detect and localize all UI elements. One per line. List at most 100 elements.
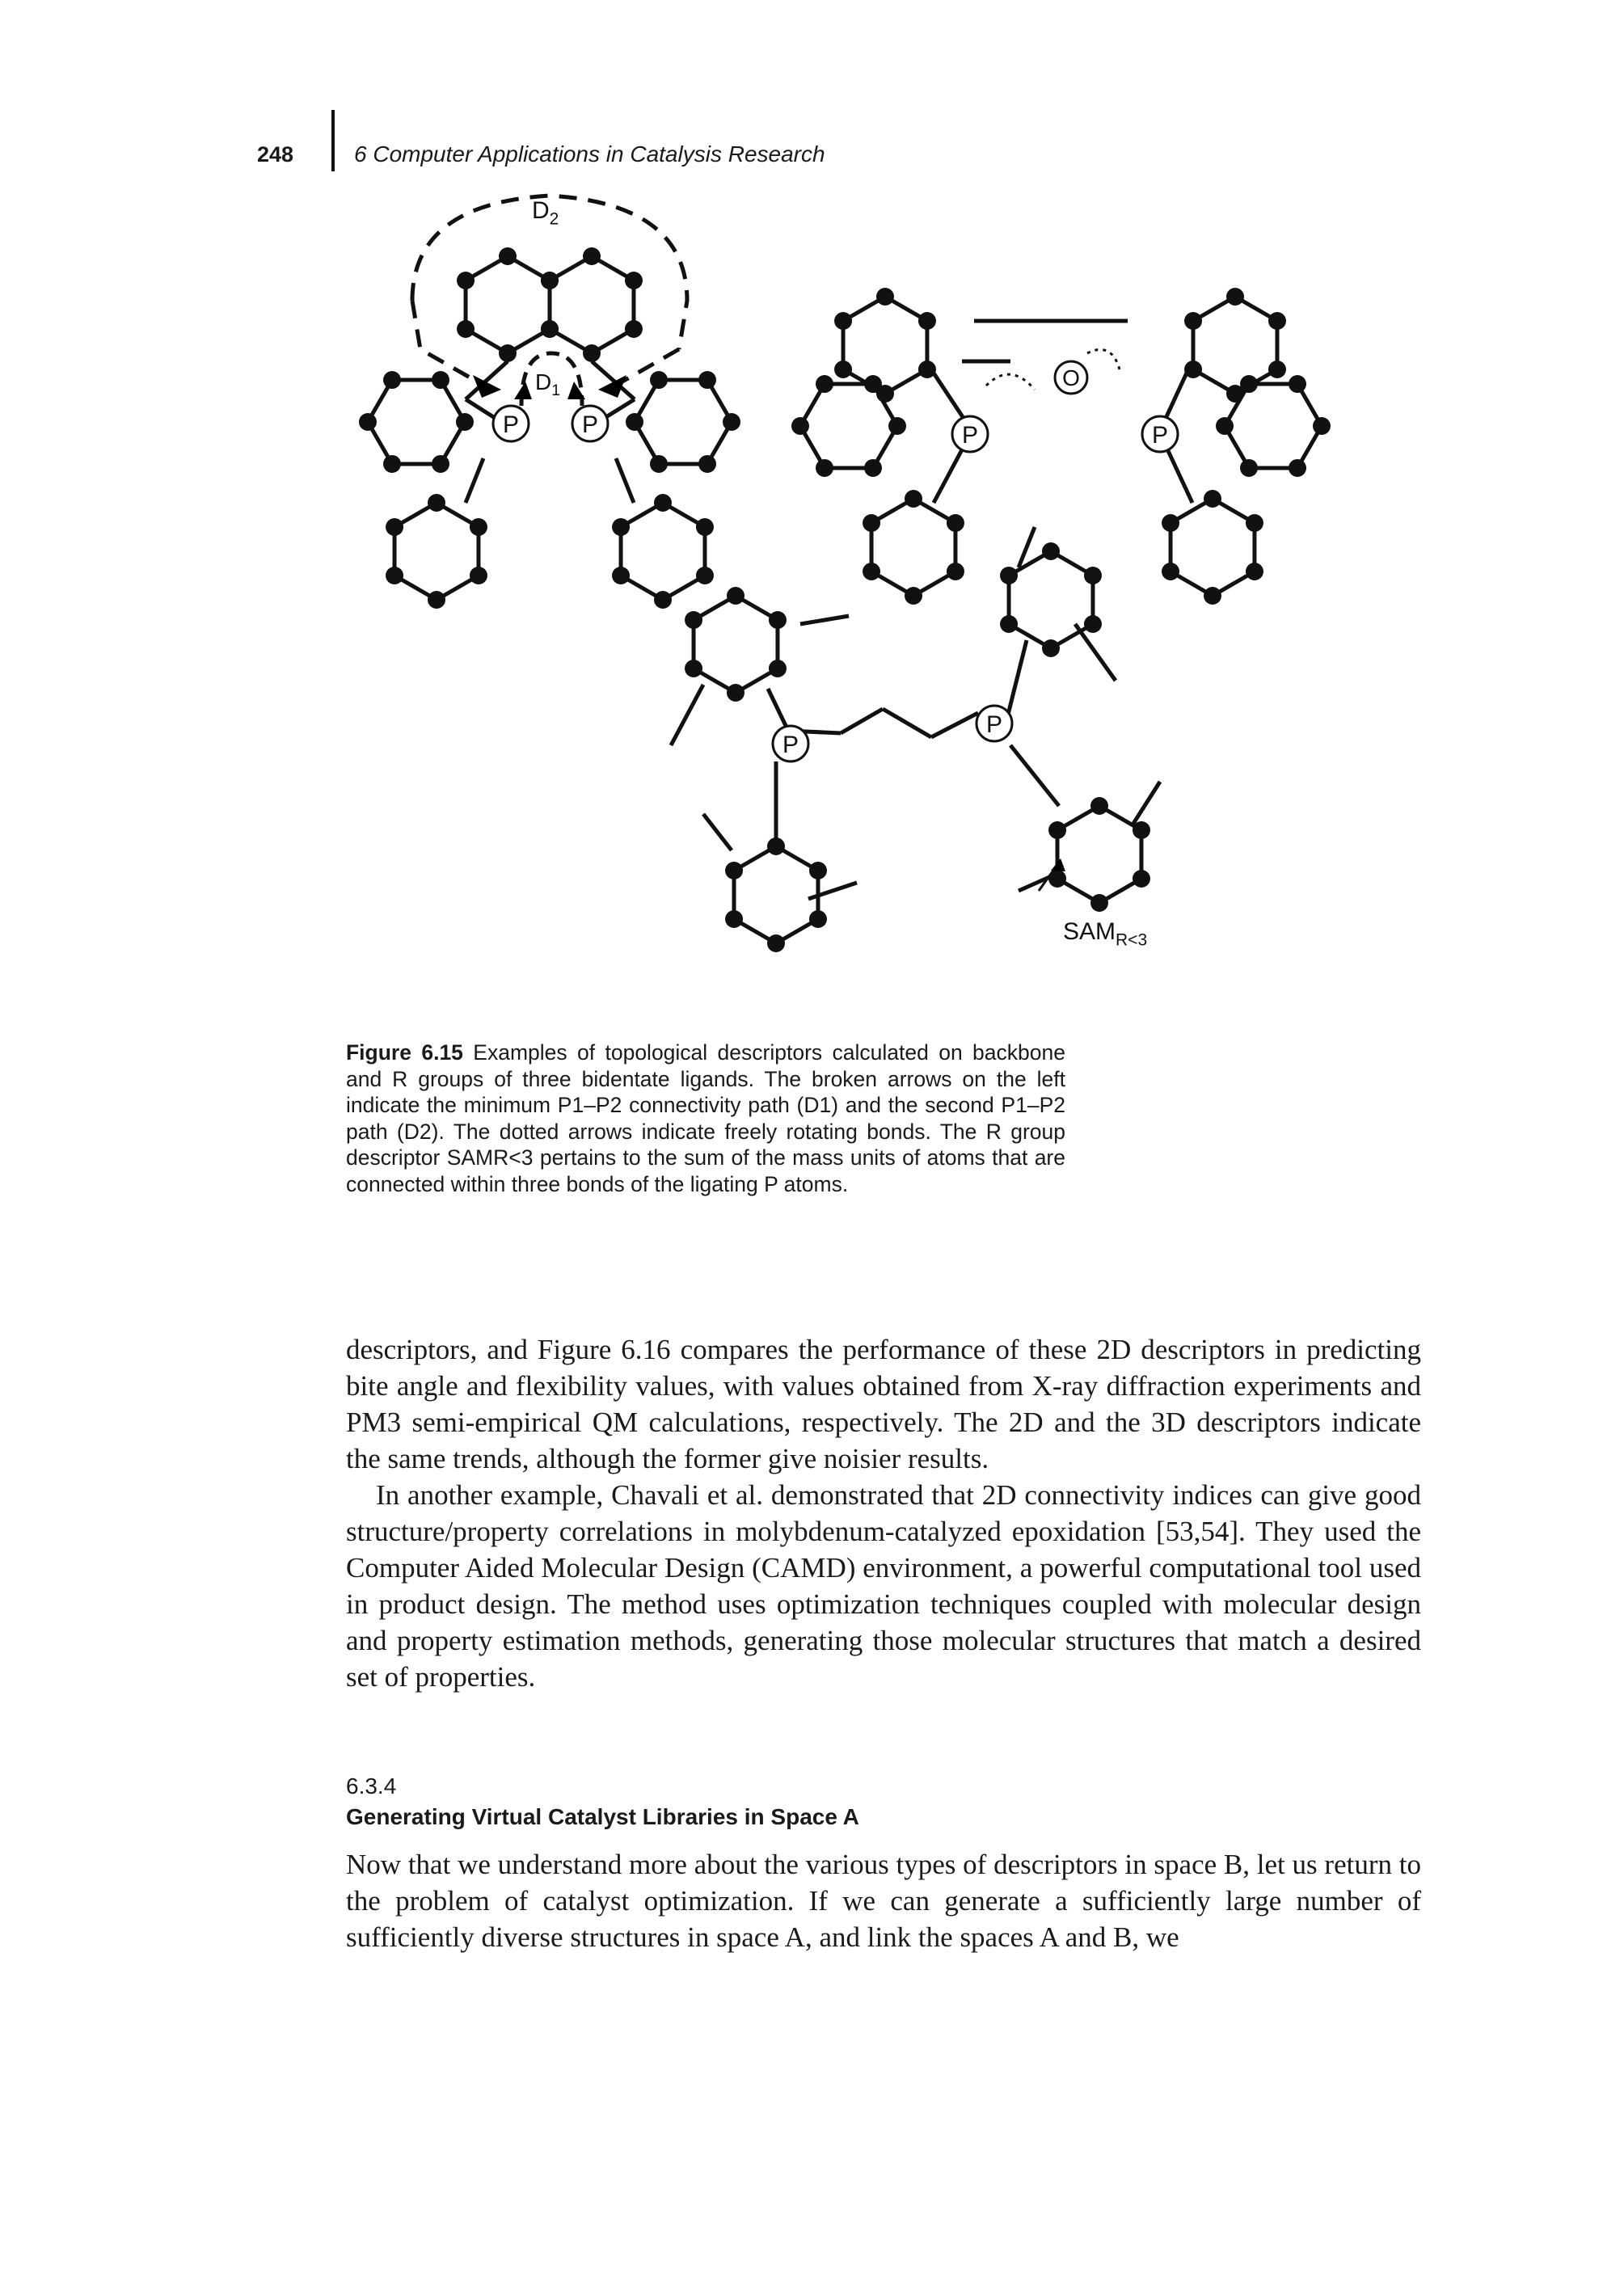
carbon-atom: [457, 272, 475, 289]
carbon-atom: [1184, 361, 1203, 378]
rotation-arrow: [985, 373, 1036, 390]
carbon-atom: [816, 458, 833, 477]
bond: [766, 687, 791, 732]
d2-path-left: [410, 300, 479, 384]
carbon-atom: [612, 567, 631, 584]
paragraph-3: Now that we understand more about the va…: [346, 1849, 1421, 1953]
carbon-atom: [654, 494, 672, 512]
bond: [702, 812, 733, 852]
sam-label: SAMR<3: [1063, 918, 1147, 950]
bond: [464, 360, 509, 401]
carbon-atom: [469, 567, 487, 584]
carbon-atom: [695, 567, 714, 584]
bond: [669, 683, 706, 747]
carbon-atom: [583, 344, 601, 362]
carbon-atom: [768, 611, 787, 629]
phosphorus-atom: [491, 404, 530, 443]
phosphorus-label: P: [782, 732, 799, 758]
phosphorus-atom: [975, 704, 1014, 743]
bond: [1162, 441, 1195, 504]
carbon-atom: [1226, 385, 1244, 403]
bond: [1016, 526, 1037, 568]
carbon-atom: [383, 371, 401, 390]
d2-label: D2: [532, 197, 559, 229]
atom-layer: [359, 247, 1331, 952]
carbon-atom: [767, 837, 785, 855]
carbon-atom: [1289, 375, 1306, 394]
carbon-atom: [624, 272, 643, 289]
bond: [929, 368, 968, 424]
carbon-atom: [876, 288, 894, 306]
bond: [930, 711, 980, 740]
phosphorus-atom: [1141, 415, 1179, 453]
carbon-atom: [917, 312, 936, 330]
carbon-atom: [1240, 375, 1258, 394]
bond: [839, 706, 884, 736]
arrow-head-icon: [598, 375, 626, 398]
carbon-atom: [626, 413, 643, 431]
carbon-atom: [1042, 639, 1060, 657]
carbon-atom: [1245, 563, 1263, 580]
carbon-atom: [386, 567, 404, 584]
carbon-atom: [1226, 288, 1244, 306]
carbon-atom: [698, 371, 716, 390]
carbon-atom: [1000, 615, 1019, 633]
phosphorus-atom: [951, 415, 989, 453]
caption-label: Figure 6.15: [346, 1040, 463, 1065]
header-rule: [331, 110, 335, 171]
carbon-atom: [650, 371, 668, 390]
arrow-head-icon: [1051, 858, 1065, 871]
carbon-atom: [727, 587, 745, 605]
carbon-atom: [432, 371, 449, 390]
carbon-atom: [863, 563, 881, 580]
carbon-atom: [695, 518, 714, 536]
bond: [1162, 368, 1191, 424]
carbon-atom: [723, 413, 740, 431]
phosphorus-label: P: [986, 711, 1002, 738]
carbon-atom: [1042, 542, 1060, 560]
carbon-atom: [946, 514, 964, 532]
carbon-atom: [383, 454, 401, 473]
caption-text: Examples of topological descriptors calc…: [346, 1040, 1065, 1196]
carbon-atom: [1162, 563, 1180, 580]
carbon-atom: [456, 413, 474, 431]
carbon-atom: [1083, 615, 1102, 633]
section-title: Generating Virtual Catalyst Libraries in…: [346, 1804, 859, 1829]
phosphorus-label: P: [582, 411, 598, 438]
carbon-atom: [432, 454, 449, 473]
bond: [614, 458, 636, 504]
carbon-atom: [1204, 490, 1221, 508]
carbon-atom: [428, 494, 445, 512]
d2-path-right: [621, 347, 681, 384]
carbon-atom: [725, 910, 744, 928]
carbon-atom: [864, 458, 882, 477]
carbon-atom: [1162, 514, 1180, 532]
carbon-atom: [624, 320, 643, 338]
carbon-atom: [1000, 567, 1019, 584]
phosphorus-label: P: [962, 422, 978, 449]
carbon-atom: [1090, 894, 1108, 912]
carbon-atom: [1048, 870, 1067, 888]
carbon-atom: [1313, 417, 1331, 435]
carbon-atom: [767, 934, 785, 952]
carbon-atom: [727, 684, 745, 702]
arrow-head-icon: [473, 375, 501, 398]
bond: [590, 360, 636, 401]
carbon-atom: [905, 587, 922, 605]
carbon-atom: [654, 591, 672, 609]
phosphorus-label: P: [503, 411, 519, 438]
phosphorus-label: P: [1152, 422, 1168, 449]
carbon-atom: [541, 320, 559, 338]
bond: [1009, 744, 1061, 808]
carbon-atom: [808, 910, 827, 928]
carbon-atom: [917, 361, 936, 378]
carbon-atom: [905, 490, 922, 508]
paragraph-1: descriptors, and Figure 6.16 compares th…: [346, 1334, 1421, 1474]
carbon-atom: [864, 375, 882, 394]
carbon-atom: [1268, 312, 1286, 330]
paragraph-2: In another example, Chavali et al. demon…: [346, 1479, 1421, 1693]
phosphorus-atom: [771, 724, 810, 763]
carbon-atom: [816, 375, 833, 394]
bond: [799, 614, 850, 626]
